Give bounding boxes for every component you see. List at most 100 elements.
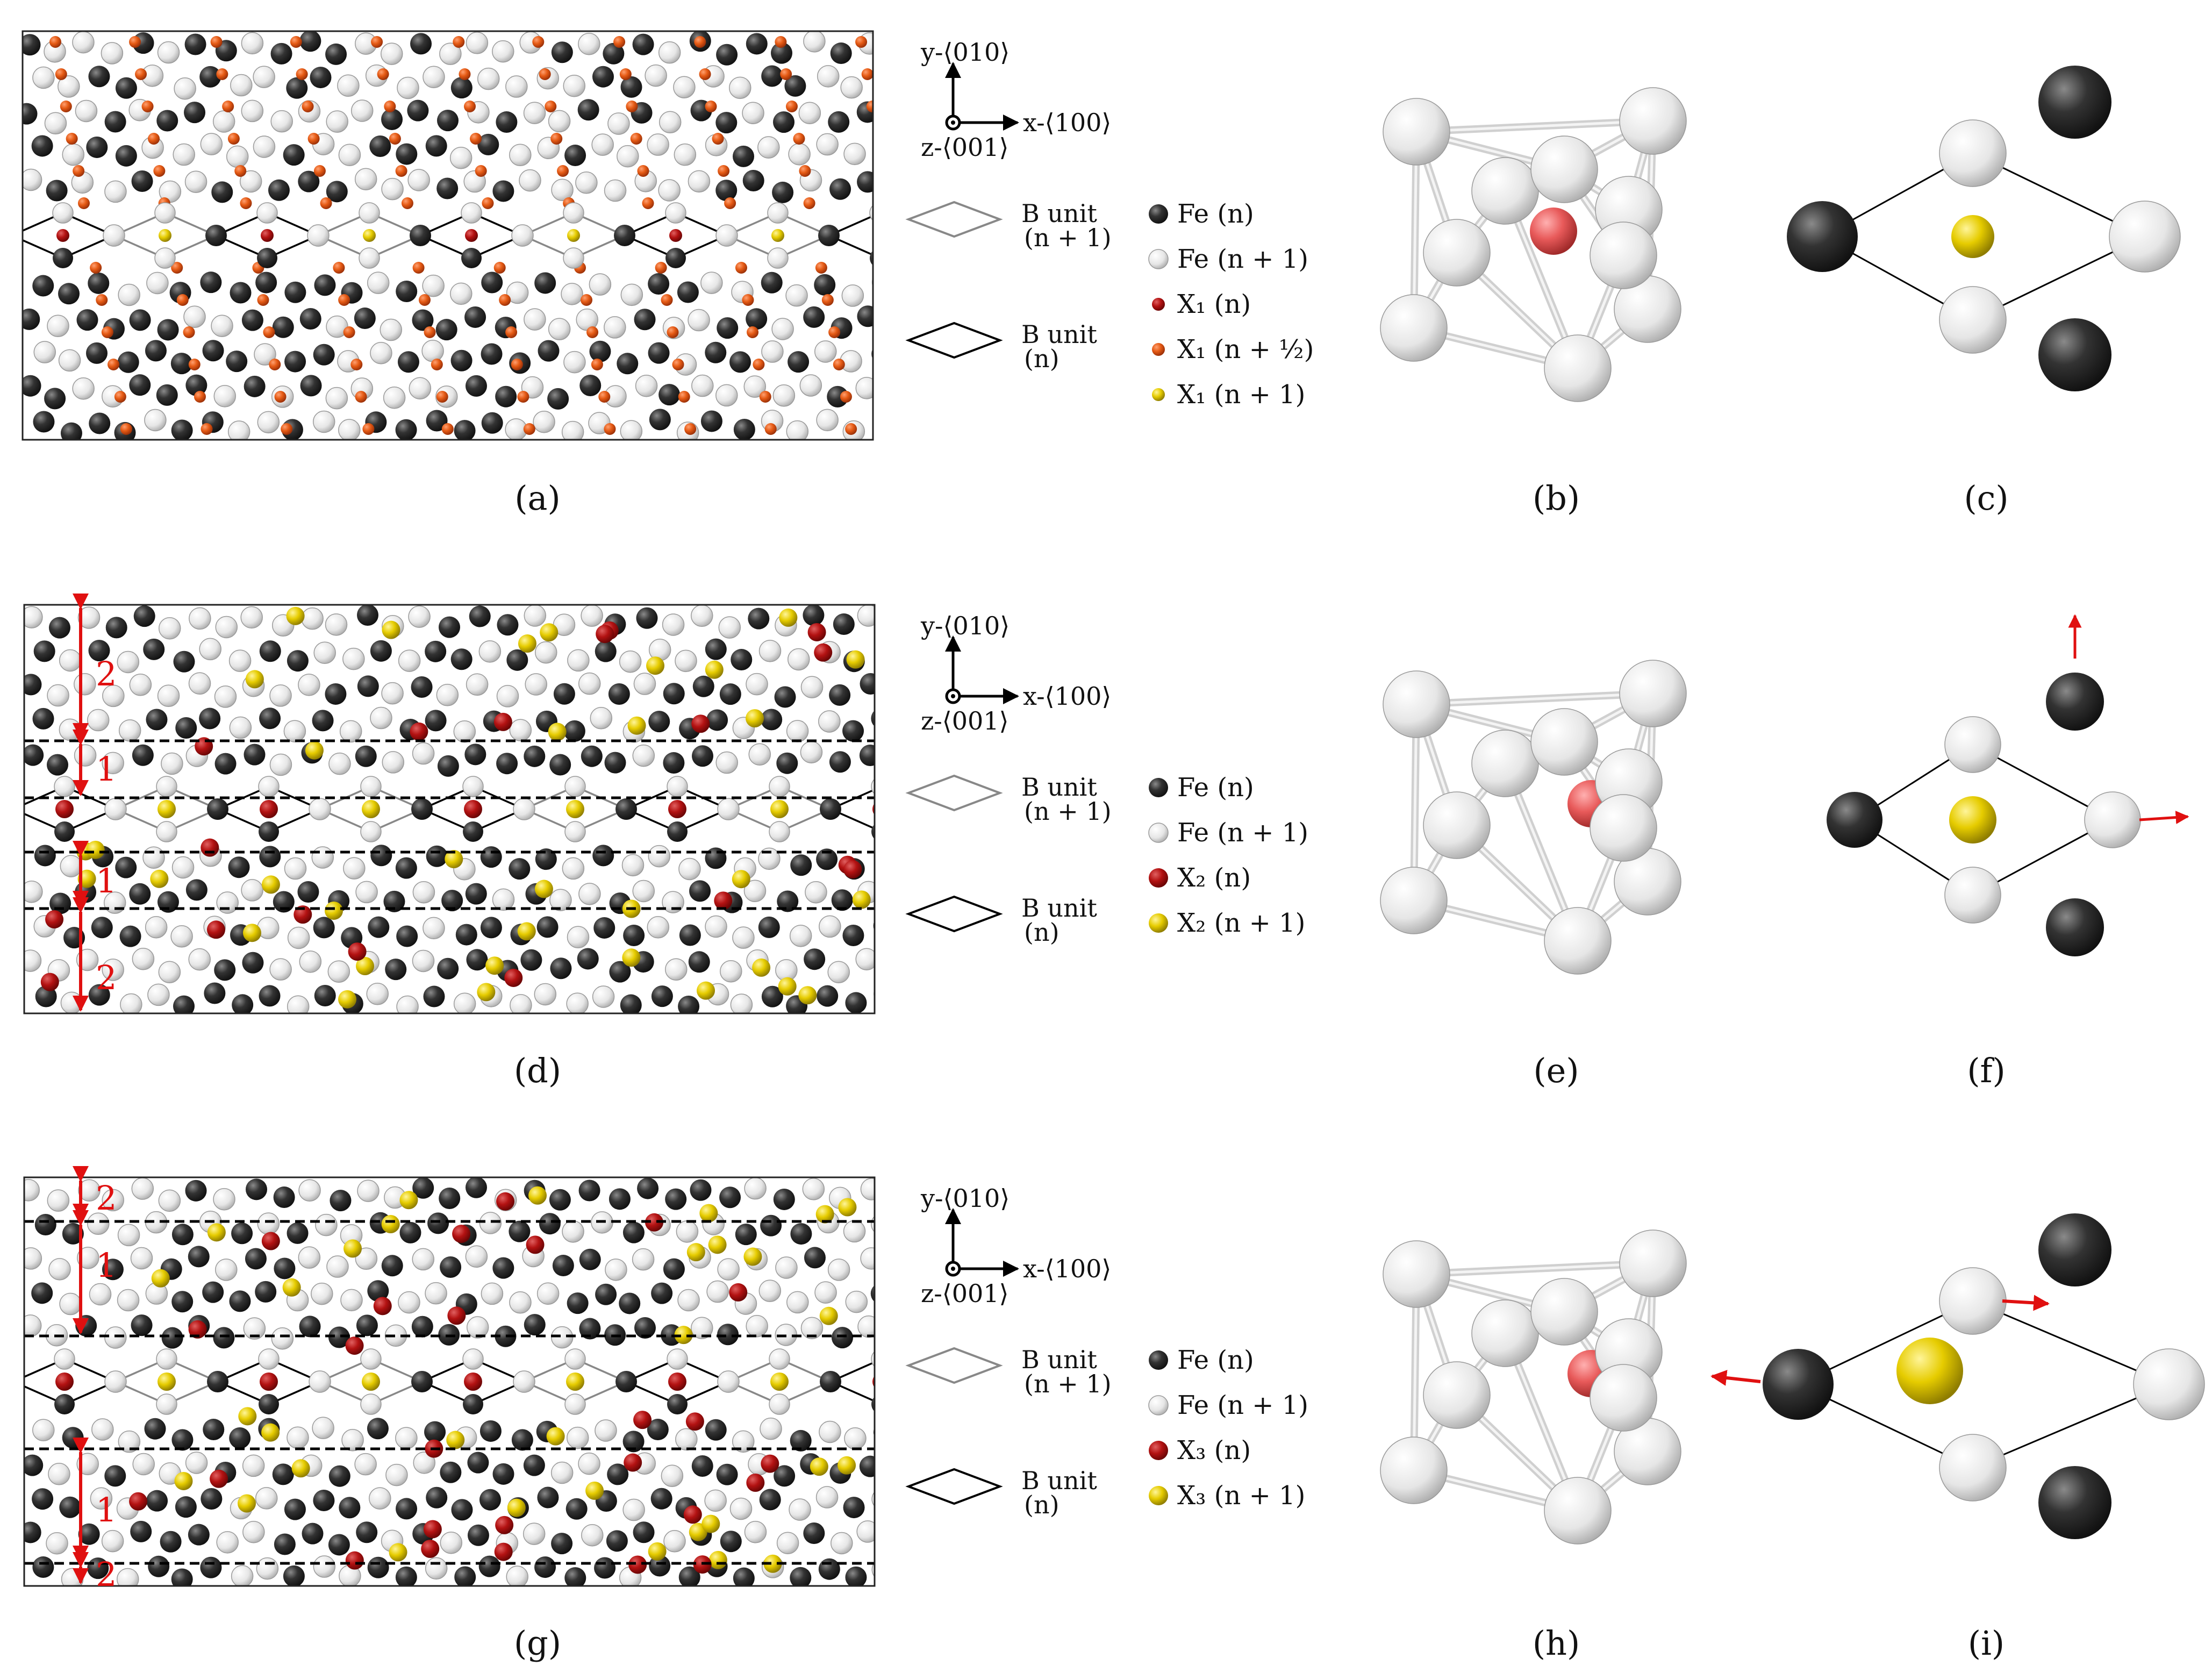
fe-n1-atom	[381, 682, 404, 705]
cluster-center-atom	[1530, 208, 1577, 255]
fe-n-atom	[437, 755, 459, 777]
x-half-atom	[833, 359, 845, 370]
projection-fe-n1-atom	[1939, 119, 2007, 187]
fe-n-atom	[903, 1222, 924, 1243]
x-half-atom	[263, 326, 275, 338]
fe-n1-atom	[816, 133, 839, 156]
chain-fe-atom	[411, 1371, 433, 1392]
fe-n1-atom	[896, 283, 918, 305]
fe-n-atom	[690, 1179, 712, 1201]
fe-n-atom	[477, 133, 499, 155]
fe-n-atom	[368, 916, 390, 938]
fe-n-atom	[872, 145, 873, 147]
fe-n-atom	[577, 99, 599, 121]
fe-n-atom	[396, 281, 418, 303]
fe-n-atom	[355, 745, 377, 767]
fe-n-atom	[733, 1567, 755, 1586]
x-half-atom	[206, 455, 218, 467]
x-atom	[674, 1326, 693, 1345]
fe-n-atom	[873, 920, 875, 931]
fe-n-atom	[492, 1257, 514, 1279]
fe-n-atom	[719, 1186, 741, 1209]
fe-n-atom	[60, 422, 82, 440]
fe-n1-atom	[255, 1487, 278, 1510]
fe-n-atom	[706, 709, 728, 731]
x-atom	[495, 1515, 514, 1534]
x-half-atom	[368, 455, 380, 467]
fe-n-atom	[564, 145, 586, 167]
fe-n-atom	[367, 1556, 389, 1578]
fe-n1-atom	[173, 143, 195, 166]
fe-n1-atom	[146, 271, 169, 295]
fe-n1-atom	[819, 915, 841, 938]
fe-n1-atom	[874, 853, 875, 861]
fe-n-atom	[287, 1222, 309, 1244]
x-atom	[708, 1235, 727, 1254]
fe-n1-atom	[855, 948, 875, 970]
fe-n-atom	[716, 1463, 738, 1485]
chain-fe-atom	[511, 224, 534, 247]
fe-n-atom	[171, 1568, 193, 1586]
fe-n1-atom	[604, 179, 627, 202]
label-c: (c)	[1964, 478, 2009, 518]
chain-fe-atom	[54, 776, 75, 797]
fe-n1-atom	[450, 282, 473, 305]
x-half-atom	[281, 423, 293, 435]
fe-n1-atom	[270, 110, 293, 133]
fe-n-atom	[480, 917, 502, 939]
fe-n1-atom	[24, 1179, 40, 1202]
chain-fe-atom	[309, 1370, 331, 1393]
fe-n1-atom	[199, 638, 221, 661]
x-half-atom	[274, 391, 287, 403]
fe-n1-atom	[117, 1289, 140, 1312]
fe-n-atom	[845, 992, 867, 1013]
fe-n1-atom	[706, 1280, 729, 1303]
fe-n1-atom	[425, 1557, 448, 1580]
x-half-atom	[517, 391, 529, 403]
z-axis-label: z-⟨001⟩	[921, 706, 1008, 735]
x-atom	[158, 1372, 176, 1391]
fe-n1-atom	[72, 31, 95, 54]
x-atom	[566, 800, 584, 818]
x-atom	[373, 1297, 392, 1316]
fe-n-atom	[705, 1419, 727, 1441]
fe-n-atom	[818, 1558, 840, 1580]
y-axis-label: y-⟨010⟩	[920, 611, 1010, 640]
x-atom	[546, 1427, 565, 1446]
x-half-atom	[60, 101, 72, 112]
fe-n-atom	[774, 1465, 796, 1487]
x-half-atom	[459, 68, 471, 80]
fe-n-atom	[746, 308, 768, 330]
fe-n-atom	[859, 1455, 875, 1477]
fe-n1-atom	[215, 1259, 238, 1281]
x-atom	[423, 1520, 442, 1539]
fe-n-atom	[259, 985, 281, 1007]
fe-n-atom	[32, 275, 54, 297]
fe-n-atom	[465, 375, 487, 397]
fe-n1-atom	[705, 915, 727, 938]
fe-n-atom	[784, 75, 806, 97]
fe-n1-atom	[242, 1454, 265, 1477]
fe-n1-atom	[548, 110, 571, 133]
fe-n-atom	[761, 709, 783, 731]
x-atom	[628, 1555, 647, 1574]
fe-n-atom	[619, 1292, 641, 1314]
fe-n-atom	[395, 419, 417, 440]
legend-swatch	[1149, 1486, 1168, 1505]
x-half-atom	[872, 135, 873, 142]
fe-n1-atom	[802, 1178, 825, 1200]
x-atom	[86, 840, 105, 859]
fe-n1-atom	[102, 752, 124, 775]
x-half-atom	[448, 455, 460, 467]
fe-n1-atom	[884, 316, 906, 337]
fe-n-atom	[790, 1429, 812, 1452]
fe-n1-atom	[632, 1248, 655, 1271]
fe-n-atom	[211, 181, 233, 203]
x-half-atom	[355, 391, 367, 403]
fe-n1-atom	[827, 1259, 850, 1281]
fe-n1-atom	[425, 1282, 447, 1305]
cluster-fe-atom	[1380, 867, 1448, 934]
fe-n-atom	[469, 605, 491, 627]
label-b: (b)	[1532, 478, 1580, 518]
fe-n1-atom	[132, 947, 155, 970]
